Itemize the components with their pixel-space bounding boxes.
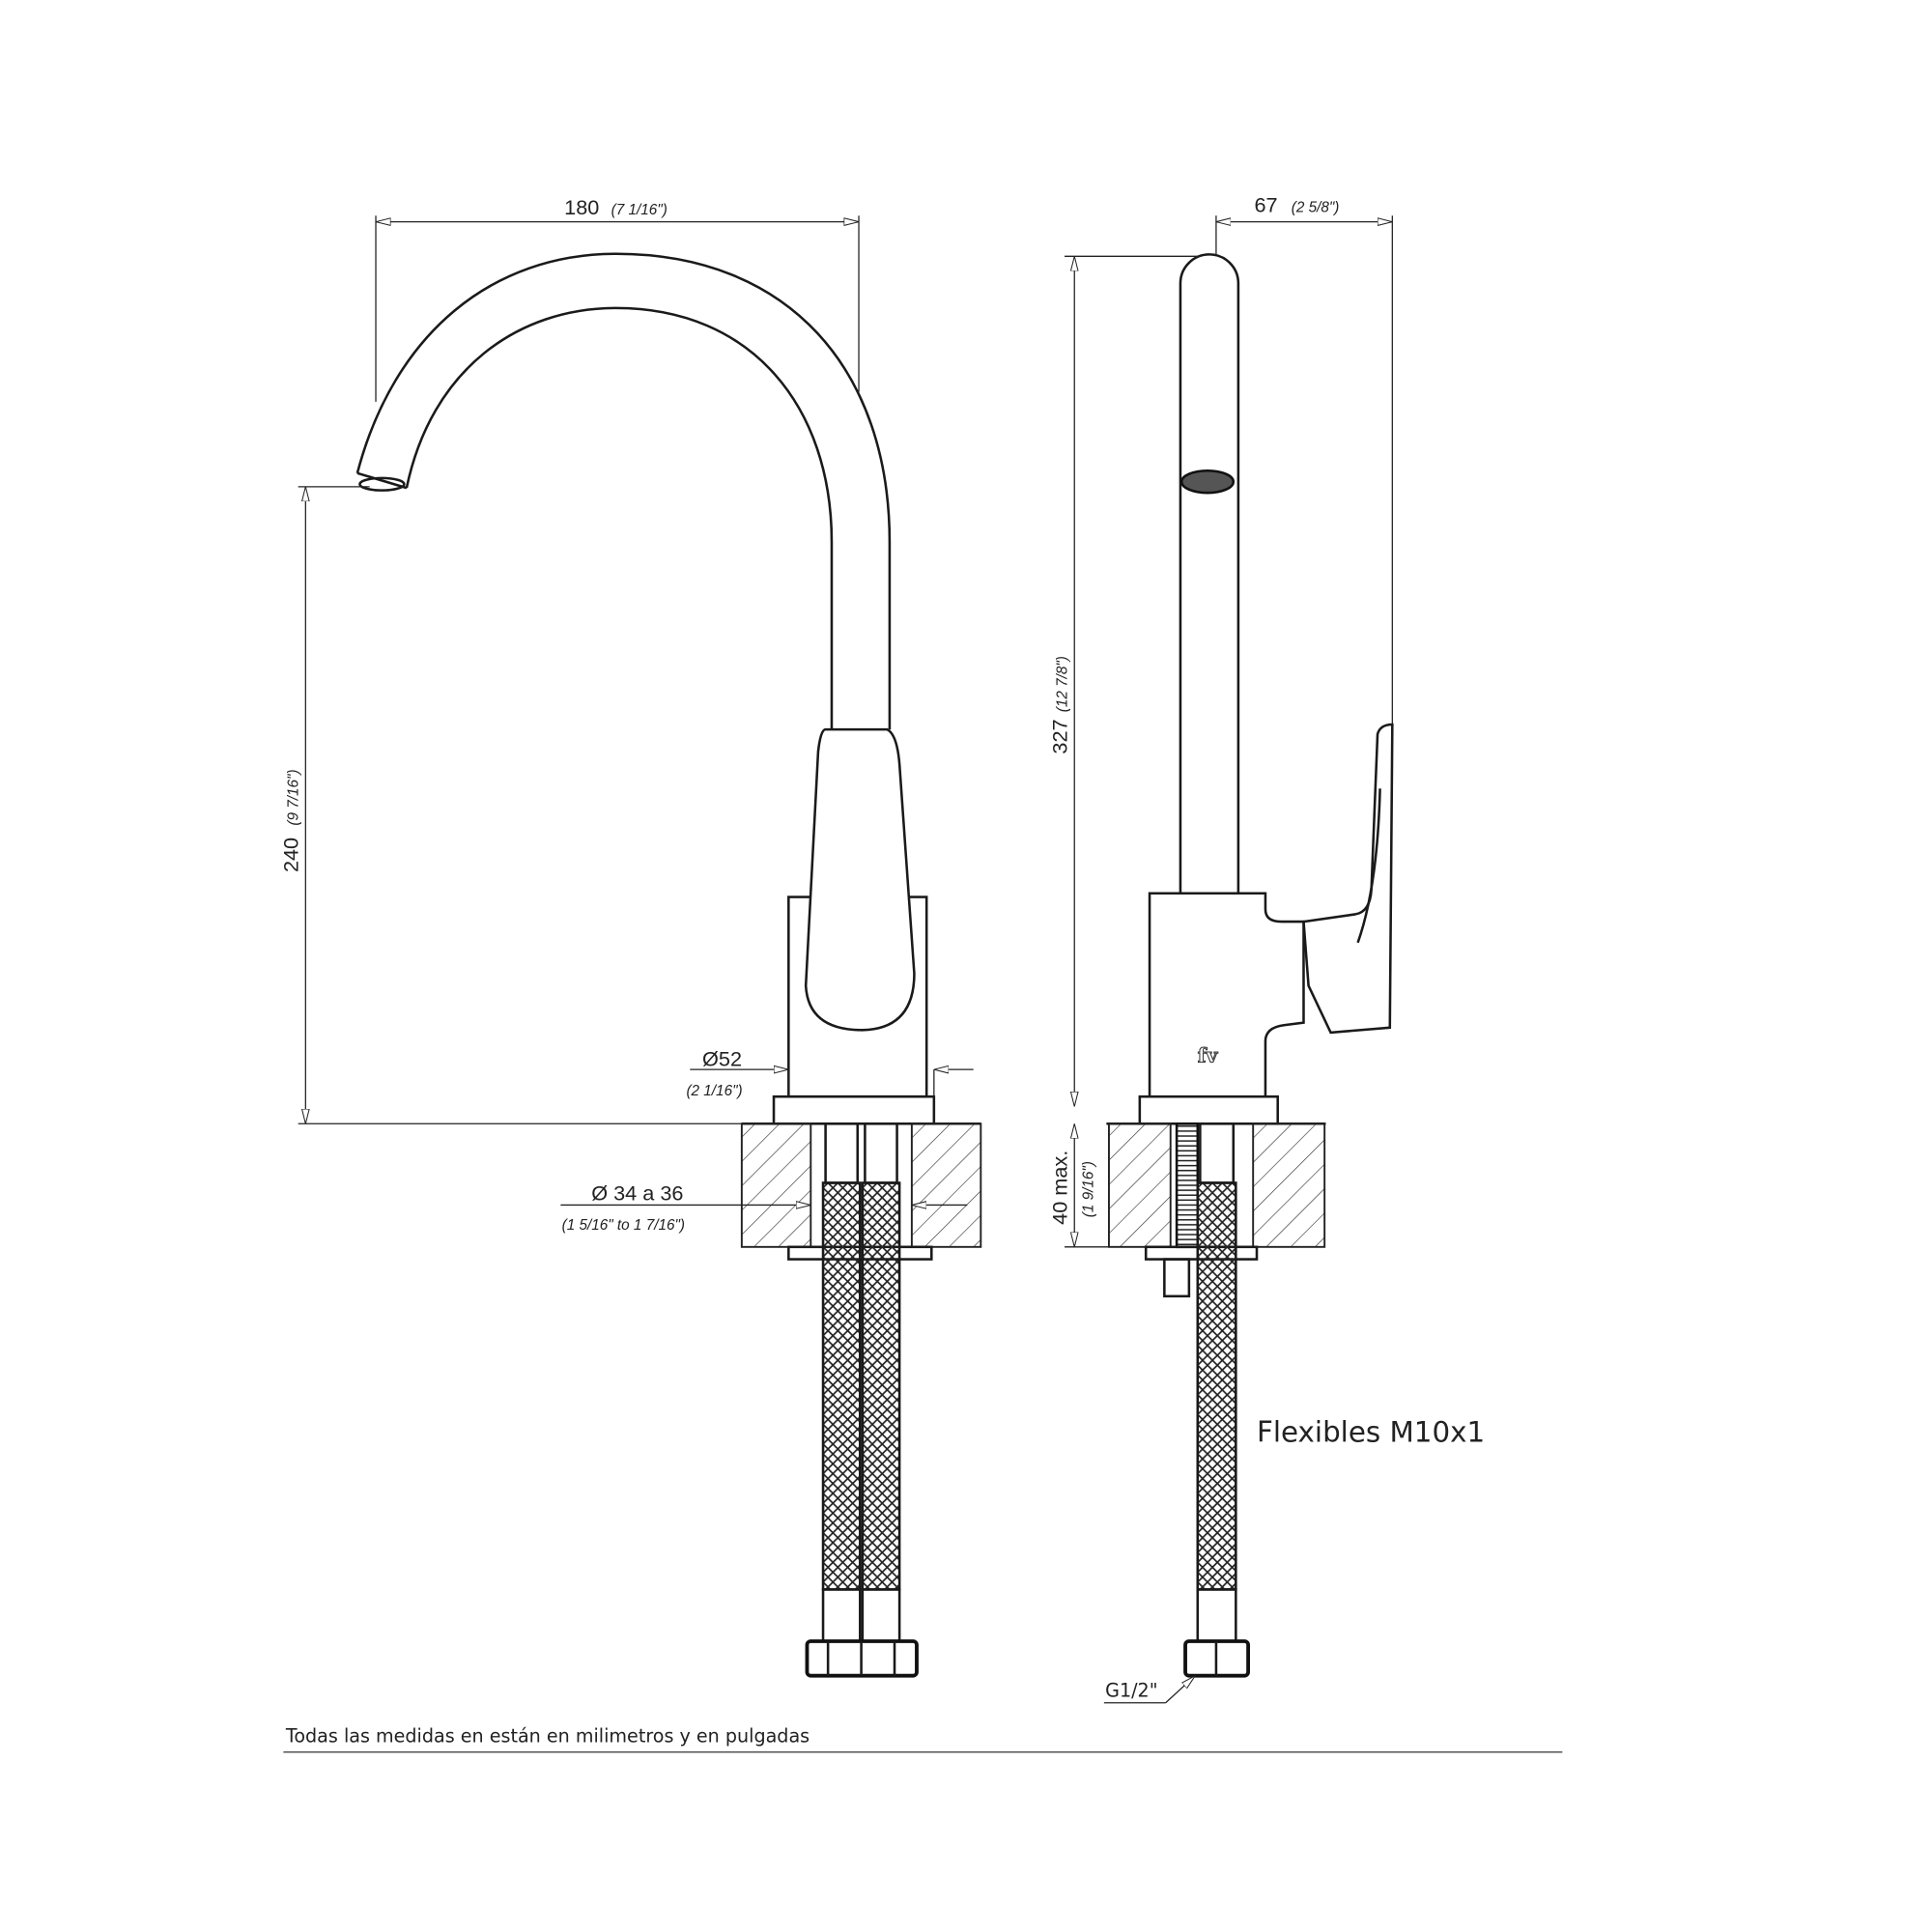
total-height-in-label: (12 7/8") [1055, 656, 1071, 712]
depth-mm-label: 67 [1254, 192, 1277, 216]
aerator-icon [1179, 469, 1236, 495]
width-mm-label: 180 [564, 195, 599, 219]
side-body [1148, 892, 1305, 1097]
counter-right [910, 1122, 982, 1248]
hole-diameter-mm-label: Ø 34 a 36 [591, 1180, 683, 1205]
base-diameter-in-label: (2 1/16") [686, 1083, 742, 1099]
side-view: fv 67 (2 5/8") 327 (12 7/8") 40 max. (1 … [1048, 192, 1485, 1704]
counter-max-mm-label: 40 max. [1048, 1151, 1072, 1225]
side-handle [1302, 723, 1394, 1035]
spout-outer [355, 252, 892, 730]
base-diameter-mm-label: Ø52 [702, 1046, 742, 1070]
fv-logo: fv [1198, 1043, 1219, 1066]
connection-label: G1/2" [1105, 1679, 1157, 1701]
threaded-rod [1175, 1122, 1200, 1249]
base [772, 1094, 936, 1125]
counter-left [740, 1122, 812, 1248]
side-hose [1196, 1181, 1237, 1591]
total-height-mm-label: 327 [1048, 719, 1072, 753]
side-counter-left [1108, 1122, 1172, 1248]
aerator-icon [358, 476, 406, 492]
spout-inner [405, 306, 834, 730]
depth-in-label: (2 5/8") [1292, 199, 1340, 215]
hose-left [821, 1181, 862, 1591]
spout-height-mm-label: 240 [279, 838, 303, 872]
hose-right [861, 1181, 901, 1591]
spout-tip [356, 471, 408, 490]
counter-max-in-label: (1 9/16") [1080, 1161, 1096, 1217]
hole-diameter-in-label: (1 5/16" to 1 7/16") [562, 1217, 685, 1234]
side-counter-right [1252, 1122, 1326, 1248]
spout-height-in-label: (9 7/16") [286, 769, 302, 825]
flexibles-label: Flexibles M10x1 [1257, 1415, 1485, 1448]
width-in-label: (7 1/16") [611, 202, 668, 218]
fixing-nut [1163, 1258, 1191, 1298]
handle [804, 727, 916, 1032]
side-base [1138, 1094, 1279, 1125]
footnote: Todas las medidas en están en milimetros… [285, 1725, 810, 1747]
front-view: 180 (7 1/16") 240 (9 7/16") Ø52 (2 1/16"… [279, 195, 982, 1678]
spout-tube [1179, 253, 1240, 894]
